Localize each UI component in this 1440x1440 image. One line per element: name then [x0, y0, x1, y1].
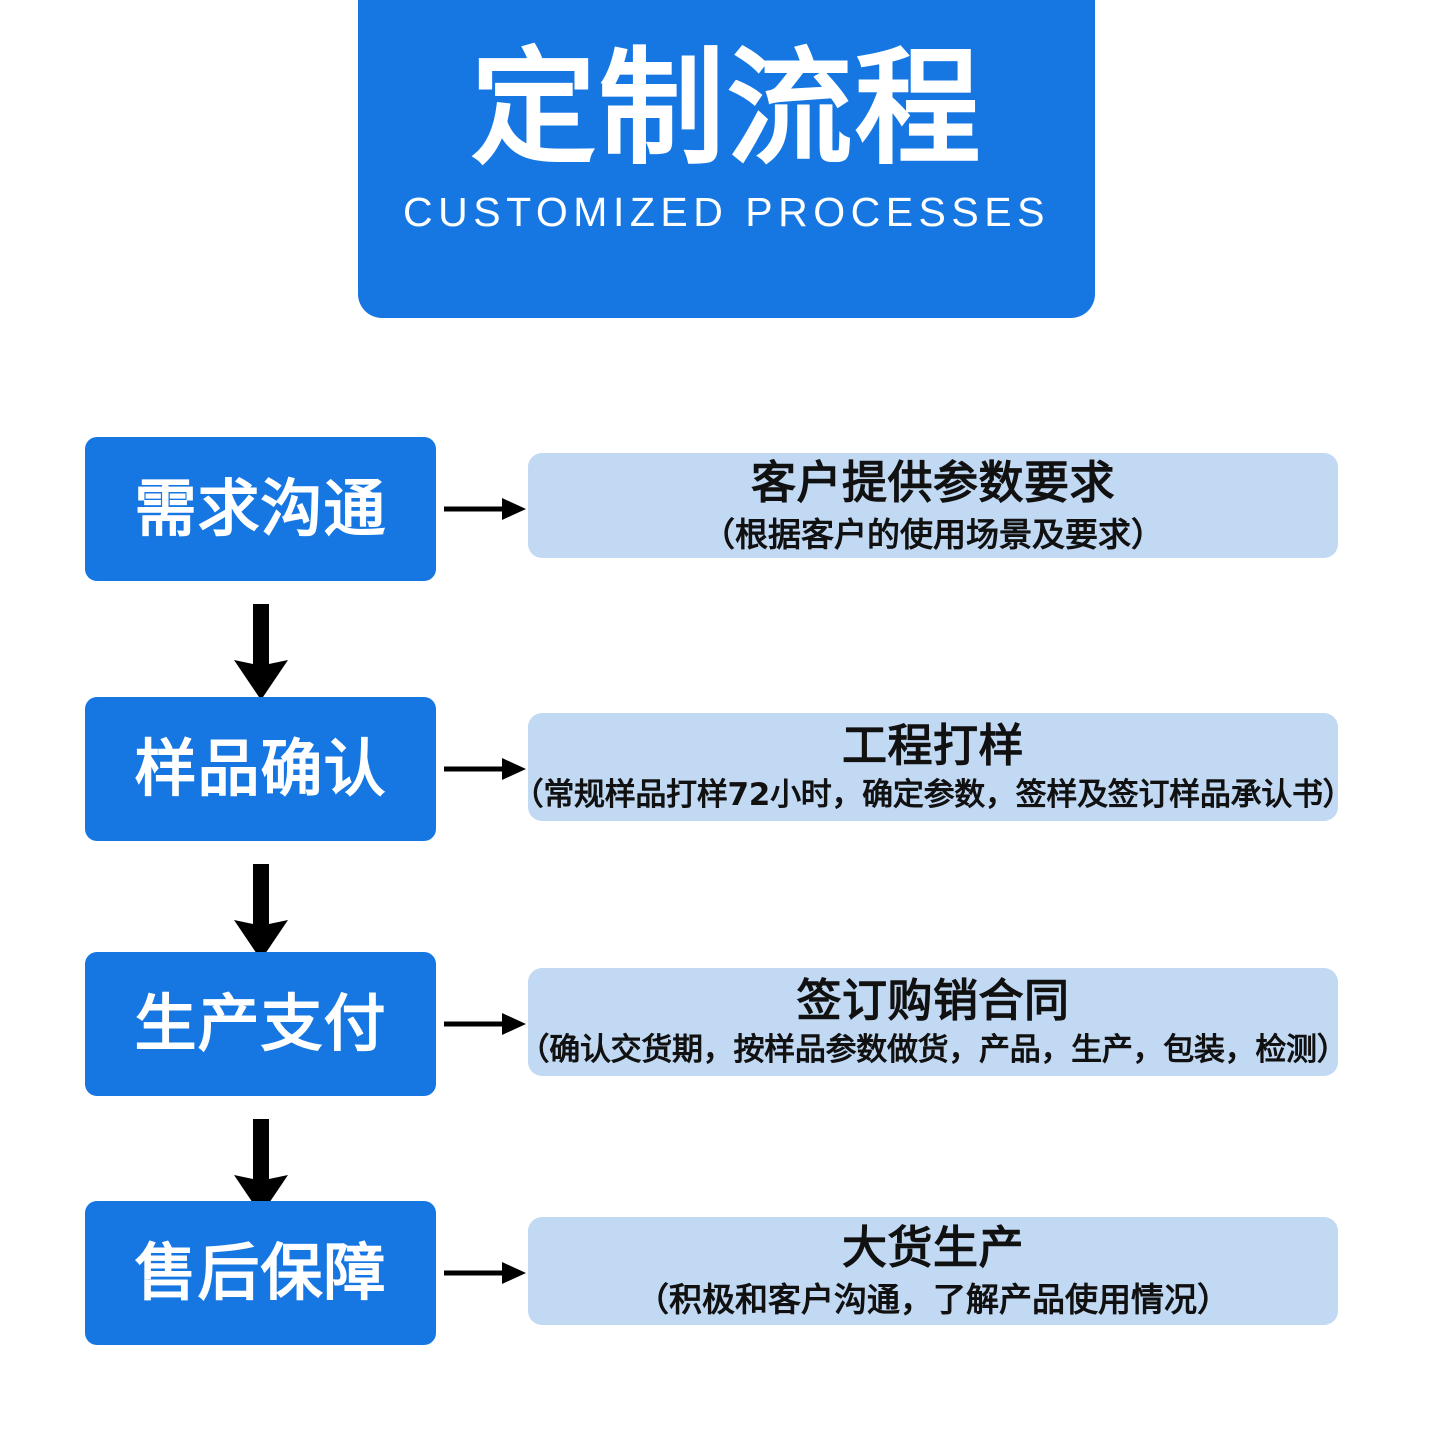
stage-box-4[interactable]: 售后保障	[85, 1201, 436, 1345]
arrow-right-icon-2	[444, 749, 526, 789]
arrow-down-icon-1	[232, 604, 290, 700]
detail-note-1: （根据客户的使用场景及要求）	[702, 514, 1164, 554]
detail-panel-1: 客户提供参数要求 （根据客户的使用场景及要求）	[528, 453, 1338, 558]
arrow-down-icon-2	[232, 864, 290, 960]
detail-title-1: 客户提供参数要求	[750, 455, 1115, 509]
arrow-right-icon-3	[444, 1004, 526, 1044]
arrow-right-icon-4	[444, 1253, 526, 1293]
stage-label-2: 样品确认	[134, 732, 387, 805]
banner-subtitle: CUSTOMIZED PROCESSES	[403, 189, 1050, 236]
detail-note-3: （确认交货期，按样品参数做货，产品，生产，包装，检测）	[518, 1032, 1348, 1069]
header-banner: 定制流程 CUSTOMIZED PROCESSES	[358, 0, 1095, 318]
stage-box-1[interactable]: 需求沟通	[85, 437, 436, 581]
detail-note-4: （积极和客户沟通，了解产品使用情况）	[636, 1280, 1230, 1320]
detail-title-4: 大货生产	[841, 1221, 1024, 1275]
arrow-down-icon-3	[232, 1119, 290, 1215]
stage-label-3: 生产支付	[134, 987, 387, 1060]
detail-panel-2: 工程打样 （常规样品打样72小时，确定参数，签样及签订样品承认书）	[513, 713, 1354, 821]
stage-label-1: 需求沟通	[134, 472, 387, 545]
detail-panel-4: 大货生产 （积极和客户沟通，了解产品使用情况）	[528, 1217, 1338, 1325]
stage-box-3[interactable]: 生产支付	[85, 952, 436, 1096]
detail-title-3: 签订购销合同	[796, 973, 1070, 1027]
detail-note-2: （常规样品打样72小时，确定参数，签样及签订样品承认书）	[512, 777, 1354, 814]
arrow-right-icon-1	[444, 489, 526, 529]
stage-label-4: 售后保障	[134, 1236, 387, 1309]
stage-box-2[interactable]: 样品确认	[85, 697, 436, 841]
detail-panel-3: 签订购销合同 （确认交货期，按样品参数做货，产品，生产，包装，检测）	[519, 968, 1348, 1076]
banner-title: 定制流程	[470, 35, 983, 182]
detail-title-2: 工程打样	[841, 718, 1024, 772]
